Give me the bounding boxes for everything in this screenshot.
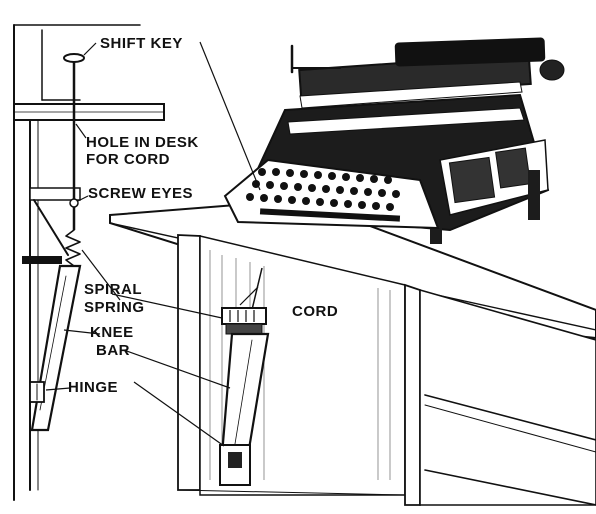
label-shift-key: SHIFT KEY [100, 35, 183, 52]
label-spring: SPRING [84, 299, 145, 316]
typewriter-icon [225, 37, 564, 244]
label-for-cord: FOR CORD [86, 151, 170, 168]
label-hole-in-desk: HOLE IN DESK [86, 134, 199, 151]
label-spiral: SPIRAL [84, 281, 142, 298]
spiral-spring-front [222, 308, 266, 324]
cutaway-view [14, 25, 164, 500]
label-bar: BAR [96, 342, 130, 359]
knee-bar-side [32, 266, 80, 430]
label-screw-eyes: SCREW EYES [88, 185, 193, 202]
screw-eye [70, 199, 78, 207]
shift-key [64, 54, 84, 62]
label-hinge: HINGE [68, 379, 118, 396]
spiral-spring-side [66, 230, 80, 266]
label-knee: KNEE [90, 324, 134, 341]
label-cord: CORD [292, 303, 338, 320]
desk [110, 200, 596, 505]
